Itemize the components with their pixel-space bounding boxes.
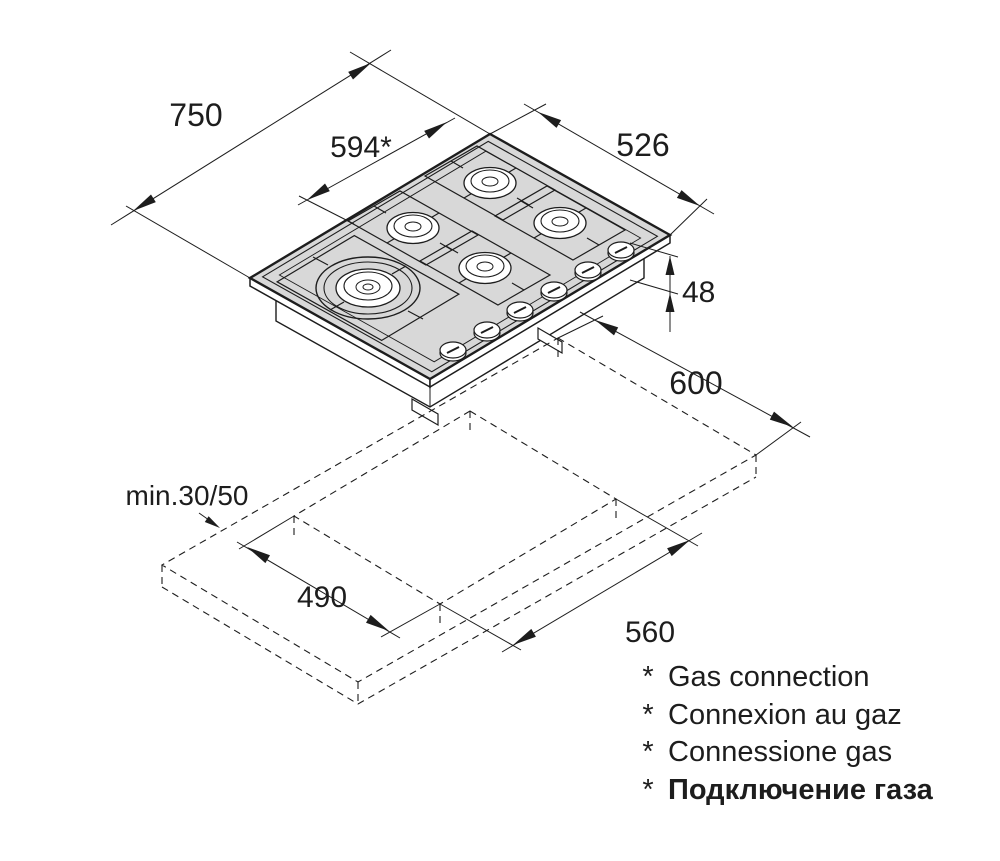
footnote-gas-connection-it: Connessione gas [668,736,892,768]
footnote-gas-connection-fr: Connexion au gaz [668,699,902,731]
dimension-chassis-height: 48 [629,242,715,332]
footnote-gas-connection-en: Gas connection [668,661,870,693]
label-gas-connection: 594* [330,131,392,164]
footnote-mark: * [642,774,653,806]
burners [275,145,626,342]
dimension-cutout-depth: 490 [236,515,441,639]
label-overall-width: 750 [169,97,222,133]
label-min-edge-distance: min.30/50 [126,480,249,511]
label-worktop-depth: 600 [669,365,722,401]
footnote-mark: * [642,736,653,768]
dimension-cutout-width: 560 [439,498,703,653]
cooktop-foot [411,397,439,427]
footnote-mark: * [642,661,653,693]
knob [574,261,602,282]
cooktop-foot [537,326,563,355]
label-chassis-height: 48 [682,276,715,309]
knob [506,301,534,322]
dimension-min-edge-distance: min.30/50 [126,480,249,528]
dimension-gas-connection: 594* [297,117,456,225]
footnote-gas-connection-ru: Подключение газа [668,774,934,806]
dimension-overall-width: 750 [110,49,491,279]
knob [473,321,501,342]
knob [607,241,635,262]
footnotes: * Gas connection * Connexion au gaz * Co… [642,661,933,806]
knob [439,341,467,362]
knob [540,281,568,302]
label-cutout-depth: 490 [297,581,347,614]
wok-burner [275,234,461,342]
label-cutout-width: 560 [625,616,675,649]
dimension-worktop-depth: 600 [557,311,811,456]
label-overall-depth: 526 [616,127,669,163]
footnote-mark: * [642,699,653,731]
cooktop-illustration [247,132,673,427]
dimension-overall-depth: 526 [489,103,715,236]
worktop-illustration [160,337,758,705]
